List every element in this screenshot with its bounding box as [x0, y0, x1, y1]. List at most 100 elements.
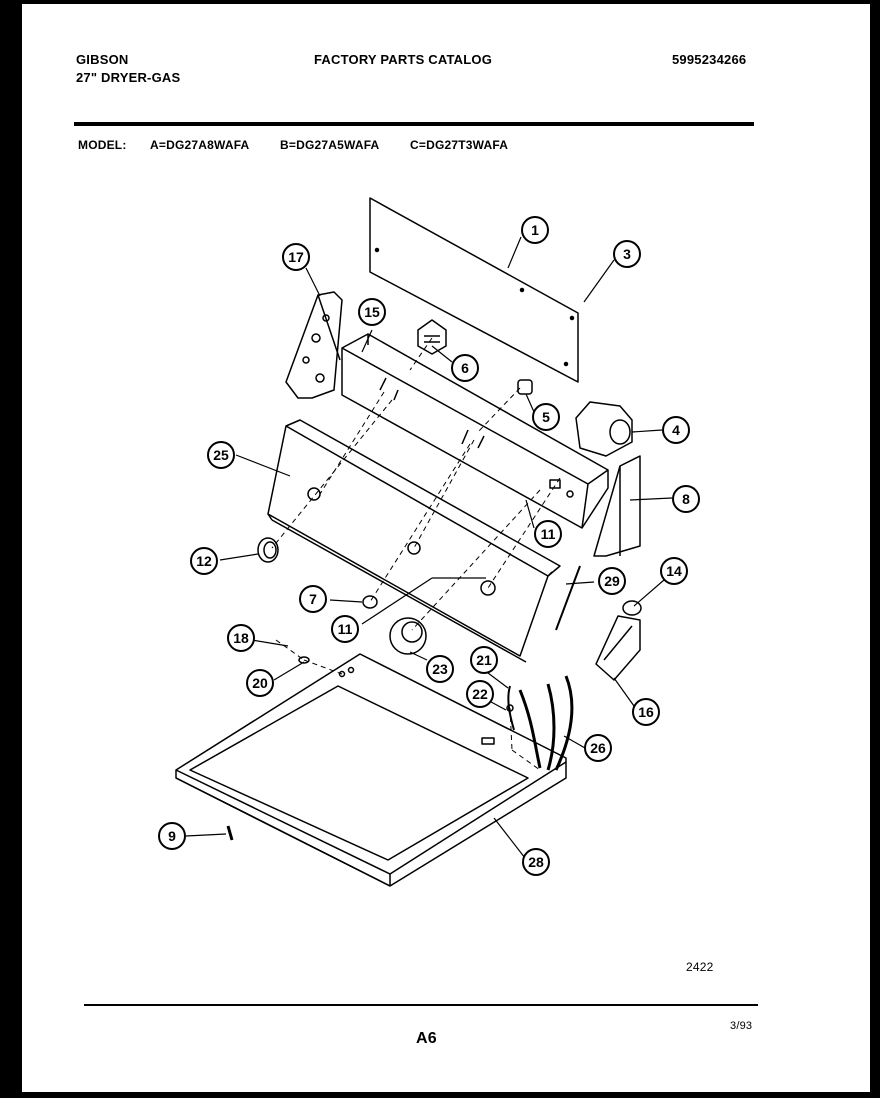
rear-panel-part: [369, 197, 579, 383]
callout-20: 20: [246, 669, 274, 697]
callout-circle: [534, 520, 562, 548]
callout-label: 18: [233, 630, 249, 646]
callout-11: 11: [534, 520, 562, 548]
callout-label: 20: [252, 675, 268, 691]
callout-label: 14: [666, 563, 682, 579]
adaptor-part: [517, 379, 533, 395]
callout-circle: [522, 848, 550, 876]
callout-7: 7: [299, 585, 327, 613]
callout-6: 6: [451, 354, 479, 382]
callout-circle: [227, 624, 255, 652]
callout-16: 16: [632, 698, 660, 726]
model-c: C=DG27T3WAFA: [410, 138, 509, 152]
callout-circle: [584, 734, 612, 762]
callout-label: 7: [309, 591, 317, 607]
header-rule: [74, 122, 754, 126]
lamp-socket-part: [622, 600, 642, 616]
callout-label: 17: [288, 249, 304, 265]
callout-circle: [331, 615, 359, 643]
callout-label: 26: [590, 740, 606, 756]
brand-name: GIBSON: [76, 52, 129, 67]
callout-label: 22: [472, 686, 488, 702]
callout-circle: [660, 557, 688, 585]
callout-circle: [451, 354, 479, 382]
callout-label: 11: [338, 621, 353, 637]
callout-12: 12: [190, 547, 218, 575]
callout-4: 4: [662, 416, 690, 444]
callout-label: 4: [672, 422, 680, 438]
bracket-part: [595, 615, 641, 681]
scan-border-right: [870, 0, 880, 1098]
timer-part: [575, 401, 633, 457]
callout-circle: [207, 441, 235, 469]
callout-label: 12: [196, 553, 212, 569]
callout-29: 29: [598, 567, 626, 595]
callout-label: 6: [461, 360, 469, 376]
model-a: A=DG27A8WAFA: [150, 138, 250, 152]
callout-3: 3: [613, 240, 641, 268]
callout-18: 18: [227, 624, 255, 652]
callout-22: 22: [466, 680, 494, 708]
callout-5: 5: [532, 403, 560, 431]
callout-8: 8: [672, 485, 700, 513]
callout-1: 1: [521, 216, 549, 244]
callout-label: 23: [432, 661, 448, 677]
callout-circle: [246, 669, 274, 697]
scan-border-left: [0, 0, 22, 1098]
callout-14: 14: [660, 557, 688, 585]
callout-label: 1: [531, 222, 539, 238]
callout-21: 21: [470, 646, 498, 674]
model-label: MODEL:: [78, 138, 127, 152]
callout-circle: [613, 240, 641, 268]
callout-label: 8: [682, 491, 690, 507]
callout-circle: [426, 655, 454, 683]
footer-rule: [84, 1004, 758, 1006]
callout-circle: [598, 567, 626, 595]
callout-circle: [532, 403, 560, 431]
callout-label: 9: [168, 828, 176, 844]
callout-circle: [190, 547, 218, 575]
callout-26: 26: [584, 734, 612, 762]
catalog-title: FACTORY PARTS CATALOG: [314, 52, 493, 67]
callout-circle: [282, 243, 310, 271]
catalog-number: 5995234266: [672, 52, 747, 67]
callout-label: 15: [364, 304, 380, 320]
scan-border-bottom: [0, 1092, 880, 1098]
callout-circle: [158, 822, 186, 850]
callout-15: 15: [358, 298, 386, 326]
callout-9: 9: [158, 822, 186, 850]
callout-circle: [521, 216, 549, 244]
callout-circle: [299, 585, 327, 613]
timer-bracket-part: [285, 291, 343, 399]
callout-circle: [662, 416, 690, 444]
callout-label: 5: [542, 409, 550, 425]
large-knob-part: [389, 617, 427, 655]
product-name: 27" DRYER-GAS: [76, 70, 181, 85]
drawing-number: 2422: [686, 960, 714, 974]
callout-11: 11: [331, 615, 359, 643]
switch-part: [417, 319, 447, 355]
callout-25: 25: [207, 441, 235, 469]
callout-circle: [632, 698, 660, 726]
screw-part: [226, 825, 234, 841]
callout-label: 3: [623, 246, 631, 262]
callout-circle: [470, 646, 498, 674]
dryer-top-part: [175, 653, 567, 887]
callout-label: 11: [541, 526, 556, 542]
model-b: B=DG27A5WAFA: [280, 138, 380, 152]
knob-part: [257, 537, 279, 563]
callout-label: 16: [638, 704, 654, 720]
callout-circle: [672, 485, 700, 513]
push-button-part: [362, 595, 378, 609]
callout-circle: [466, 680, 494, 708]
callout-label: 29: [604, 573, 620, 589]
callout-23: 23: [426, 655, 454, 683]
revision-date: 3/93: [730, 1020, 753, 1032]
callout-label: 25: [213, 447, 229, 463]
callout-label: 21: [476, 652, 492, 668]
callout-circle: [358, 298, 386, 326]
wire-harness-part: [518, 689, 542, 769]
page-number: A6: [416, 1030, 437, 1047]
